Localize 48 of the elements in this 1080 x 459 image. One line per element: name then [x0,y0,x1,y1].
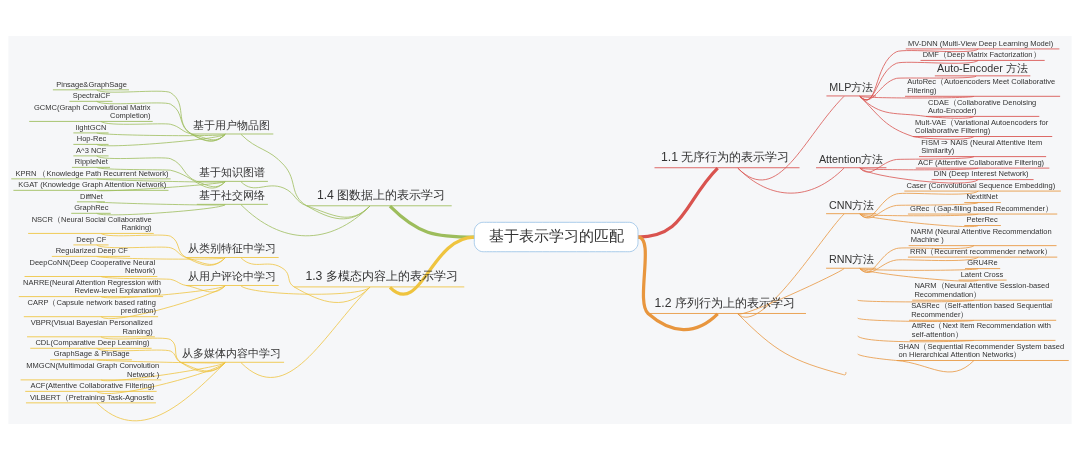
connector [100,120,226,140]
connector [100,284,226,319]
node-text: 基于用户物品图 [193,118,271,131]
connector [96,166,226,188]
node-text: 从类别特征中学习 [187,241,276,254]
connector [96,100,226,141]
connector [857,353,975,372]
node-text: CNN方法 [828,198,875,211]
node-text: 从用户评论中学习 [187,269,276,282]
connector [637,235,719,331]
connector [240,286,371,378]
connector [637,166,719,239]
connector [100,284,226,298]
connector [859,267,979,282]
node-text: 基于知识图谱 [199,165,266,178]
node-text: RNN方法 [828,252,875,265]
node-text: MLP方法 [829,80,874,93]
node-text: 从多媒体内容中学习 [182,346,282,359]
node-text: Auto-Encoder 方法 [937,61,1028,74]
connector [388,204,475,239]
node-text: Attention方法 [818,152,884,165]
connector [859,167,979,183]
connector [96,133,226,146]
connector [737,213,845,317]
connector [859,95,975,140]
connector [96,203,226,215]
node-text: 基于社交网络 [199,188,266,201]
connector [240,256,371,303]
connector [389,234,475,296]
connector [859,190,979,218]
node-box: 基于表示学习的匹配 [473,221,639,252]
node-text: 1.2 序列行为上的表示学习 [654,295,795,310]
connector [96,244,226,265]
connector [96,255,226,260]
connector [859,201,979,218]
connector [859,213,979,227]
connector [96,361,226,421]
connector [859,256,979,273]
connector [96,155,226,187]
node-text: 1.1 无序行为的表示学习 [660,149,790,164]
connector [240,284,371,295]
connector [96,88,226,142]
connector [737,167,845,194]
connector [859,155,975,172]
connector [240,203,371,236]
node-text: 1.4 图数据上的表示学习 [316,187,446,202]
connector [737,267,845,314]
connector [96,361,226,394]
